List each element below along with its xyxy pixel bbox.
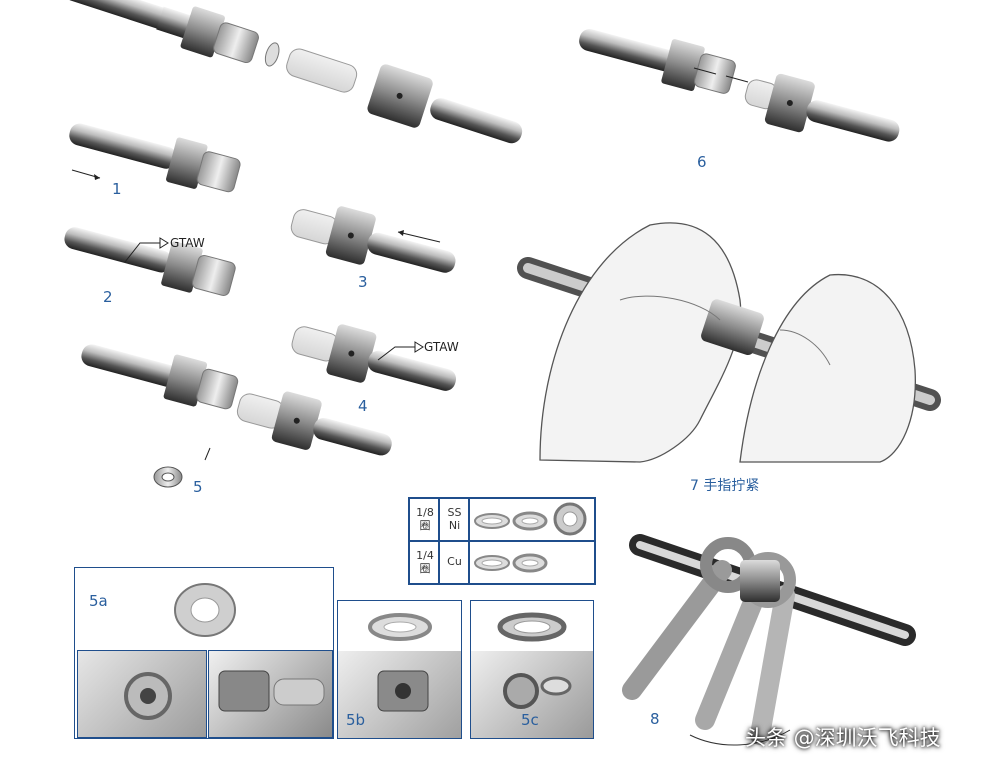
photo-5b (338, 651, 461, 738)
inset-5c-panel: 5c (470, 600, 594, 739)
row1-material: SS Ni (447, 506, 462, 532)
step1-figure (69, 123, 241, 193)
photo-5c (471, 651, 593, 738)
step5-figure (81, 344, 392, 456)
step-8-label: 8 (650, 710, 660, 728)
male-nut (180, 6, 225, 58)
female-gland (286, 48, 358, 93)
inset-5c-label: 5c (521, 711, 539, 729)
gasket-selection-table: 1/8 圈 SS Ni 1/4 圈 Cu (408, 497, 596, 585)
step-2-label: 2 (103, 288, 113, 306)
row2-material: Cu (447, 555, 462, 568)
step2-figure (64, 227, 236, 296)
photo-5a-right (208, 650, 333, 738)
step-3-label: 3 (358, 273, 368, 291)
wrench-tightening (622, 534, 916, 746)
retainer-ring-icon (497, 612, 567, 642)
step4-figure (291, 324, 457, 391)
step-5-label: 5 (193, 478, 203, 496)
inset-5a-panel: 5a (74, 567, 334, 739)
tube-right (430, 98, 523, 144)
inset-5b-panel: 5b (337, 600, 462, 739)
weld-callout-4: GTAW (424, 340, 459, 354)
tube-left (64, 0, 171, 29)
step-7-label: 7 手指拧紧 (690, 478, 760, 494)
weld-callout-2: GTAW (170, 236, 205, 250)
exploded-assembly (64, 0, 523, 144)
step3-figure (290, 206, 456, 273)
row2-size: 1/4 圈 (416, 549, 434, 575)
photo-5a-left (77, 650, 207, 738)
male-thread (213, 22, 259, 64)
hands-tightening (517, 222, 941, 463)
inset-5b-label: 5b (346, 711, 366, 729)
gland-ring-icon (174, 583, 236, 637)
watermark: 头条 @深圳沃飞科技 (745, 726, 941, 750)
gasket-ring-icon (368, 613, 432, 641)
gasket-icons (474, 502, 587, 573)
gasket (264, 42, 280, 67)
step-6-label: 6 (697, 153, 707, 171)
step-1-label: 1 (112, 180, 122, 198)
step-4-label: 4 (358, 397, 368, 415)
gland-body (156, 6, 193, 39)
step6-figure (579, 29, 900, 142)
row1-size: 1/8 圈 (416, 506, 434, 532)
inset-5a-label: 5a (89, 592, 108, 610)
